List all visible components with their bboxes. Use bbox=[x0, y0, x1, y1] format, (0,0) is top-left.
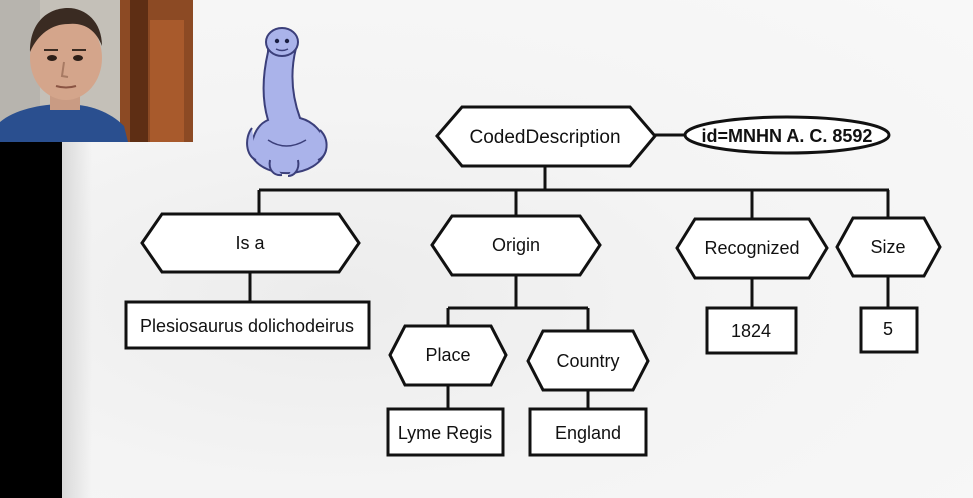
value-size-text: 5 bbox=[883, 319, 893, 339]
value-place-text: Lyme Regis bbox=[398, 423, 492, 443]
node-origin-label: Origin bbox=[492, 235, 540, 255]
node-place-label: Place bbox=[425, 345, 470, 365]
value-is-a: Plesiosaurus dolichodeirus bbox=[124, 300, 371, 350]
value-is-a-text: Plesiosaurus dolichodeirus bbox=[140, 316, 354, 336]
node-country-label: Country bbox=[556, 351, 619, 371]
node-identifier: id=MNHN A. C. 8592 bbox=[683, 115, 891, 155]
node-recognized: Recognized bbox=[675, 217, 829, 280]
node-is-a: Is a bbox=[140, 212, 361, 274]
node-size-label: Size bbox=[870, 237, 905, 257]
node-country: Country bbox=[526, 329, 650, 392]
value-country: England bbox=[528, 407, 648, 457]
node-size: Size bbox=[835, 216, 942, 278]
connector-lines bbox=[248, 133, 890, 409]
value-recognized: 1824 bbox=[705, 306, 798, 355]
value-country-text: England bbox=[555, 423, 621, 443]
value-place: Lyme Regis bbox=[386, 407, 505, 457]
plesiosaur-mascot-icon bbox=[246, 27, 328, 177]
webcam-video bbox=[0, 0, 193, 142]
slide-edge-shadow bbox=[62, 140, 92, 498]
node-coded-description: CodedDescription bbox=[435, 105, 657, 168]
node-coded-description-label: CodedDescription bbox=[469, 127, 620, 148]
node-is-a-label: Is a bbox=[235, 233, 265, 253]
presenter-image bbox=[0, 0, 193, 142]
node-identifier-label: id=MNHN A. C. 8592 bbox=[702, 126, 873, 146]
node-recognized-label: Recognized bbox=[704, 238, 799, 258]
node-origin: Origin bbox=[430, 214, 602, 277]
node-place: Place bbox=[388, 324, 508, 387]
value-size: 5 bbox=[859, 306, 919, 354]
value-recognized-text: 1824 bbox=[731, 321, 771, 341]
